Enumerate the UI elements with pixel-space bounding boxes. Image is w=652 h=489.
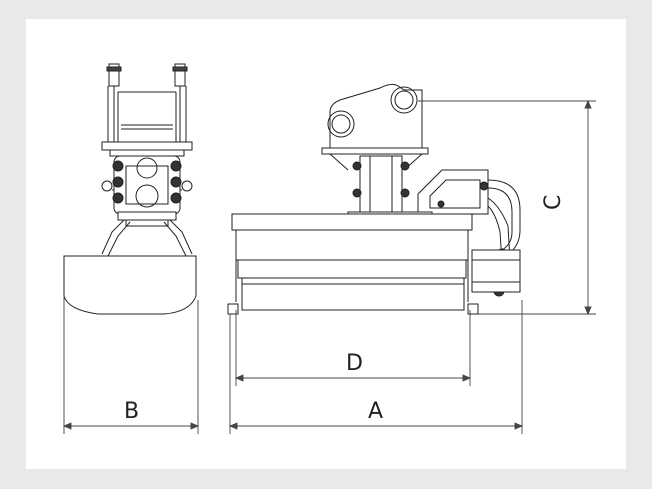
dimension-label-a: A	[368, 399, 383, 424]
dimension-labels: B A D C	[124, 195, 566, 424]
side-view	[63, 63, 197, 315]
dimension-label-b: B	[124, 399, 139, 424]
dimension-lines	[62, 99, 596, 434]
dimension-label-d: D	[346, 351, 363, 376]
front-view	[227, 83, 521, 315]
dimension-label-c: C	[541, 195, 566, 210]
